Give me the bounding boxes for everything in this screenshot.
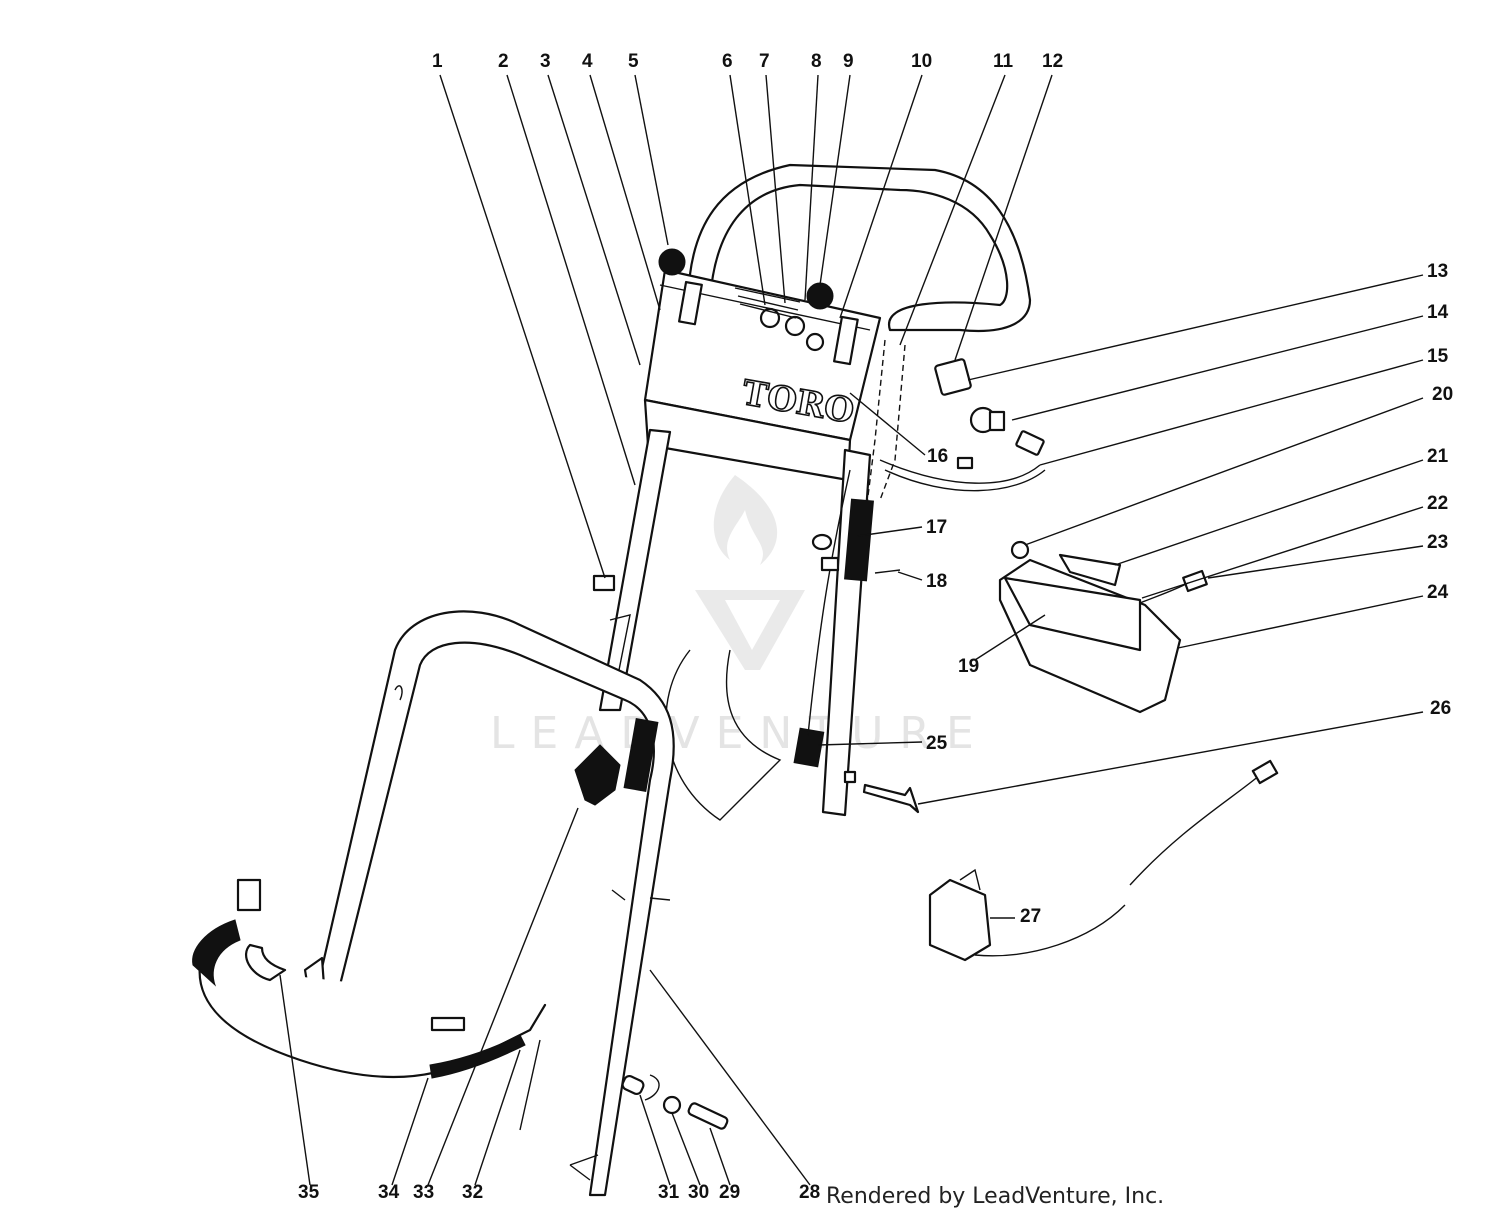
- callout-31: 31: [658, 1182, 680, 1203]
- callout-13: 13: [1427, 261, 1448, 282]
- callout-9: 9: [843, 51, 854, 72]
- callout-labels: 1 2 3 4 5 6 7 8 9 10 11 12 13 14 15 16 1…: [298, 51, 1453, 1203]
- callout-4: 4: [582, 51, 593, 72]
- callout-26: 26: [1430, 698, 1451, 719]
- watermark-text: LEADVENTURE: [490, 708, 990, 759]
- callout-30: 30: [688, 1182, 709, 1203]
- callout-34: 34: [378, 1182, 400, 1203]
- leadventure-watermark: LEADVENTURE: [490, 475, 990, 759]
- star-knob: [574, 744, 621, 806]
- callout-1: 1: [432, 51, 443, 72]
- callout-27: 27: [1020, 906, 1041, 927]
- callout-5: 5: [628, 51, 639, 72]
- callout-19: 19: [958, 656, 979, 677]
- callout-7: 7: [759, 51, 770, 72]
- callout-22: 22: [1427, 493, 1448, 514]
- callout-24: 24: [1427, 582, 1449, 603]
- callout-25: 25: [926, 733, 948, 754]
- callout-2: 2: [498, 51, 509, 72]
- callout-10: 10: [911, 51, 932, 72]
- callout-6: 6: [722, 51, 733, 72]
- lower-handle-right: [793, 448, 874, 817]
- callout-12: 12: [1042, 51, 1063, 72]
- lower-handle-left: [598, 428, 672, 712]
- callout-14: 14: [1427, 302, 1449, 323]
- callout-18: 18: [926, 571, 947, 592]
- battery-charger: [928, 868, 1126, 962]
- hardware-pin-set: [621, 1074, 729, 1130]
- callout-35: 35: [298, 1182, 320, 1203]
- callout-17: 17: [926, 517, 947, 538]
- callout-16: 16: [927, 446, 948, 467]
- control-panel: TORO: [643, 248, 882, 482]
- callout-20: 20: [1432, 384, 1453, 405]
- callout-29: 29: [719, 1182, 740, 1203]
- callout-23: 23: [1427, 532, 1448, 553]
- callout-21: 21: [1427, 446, 1449, 467]
- callout-33: 33: [413, 1182, 434, 1203]
- render-credit: Rendered by LeadVenture, Inc.: [826, 1184, 1165, 1209]
- callout-32: 32: [462, 1182, 483, 1203]
- upper-handle: [686, 163, 1032, 333]
- clip-1: [592, 574, 616, 592]
- cable-harness: [192, 878, 547, 1131]
- leader-lines: [279, 74, 1424, 1186]
- callout-3: 3: [540, 51, 551, 72]
- battery-box: [998, 540, 1208, 714]
- carriage-bolt: [862, 783, 920, 814]
- mounting-outline: [665, 649, 782, 821]
- callout-8: 8: [811, 51, 822, 72]
- switch-assembly: [934, 358, 1045, 470]
- callout-15: 15: [1427, 346, 1449, 367]
- callout-28: 28: [799, 1182, 820, 1203]
- callout-11: 11: [993, 51, 1014, 72]
